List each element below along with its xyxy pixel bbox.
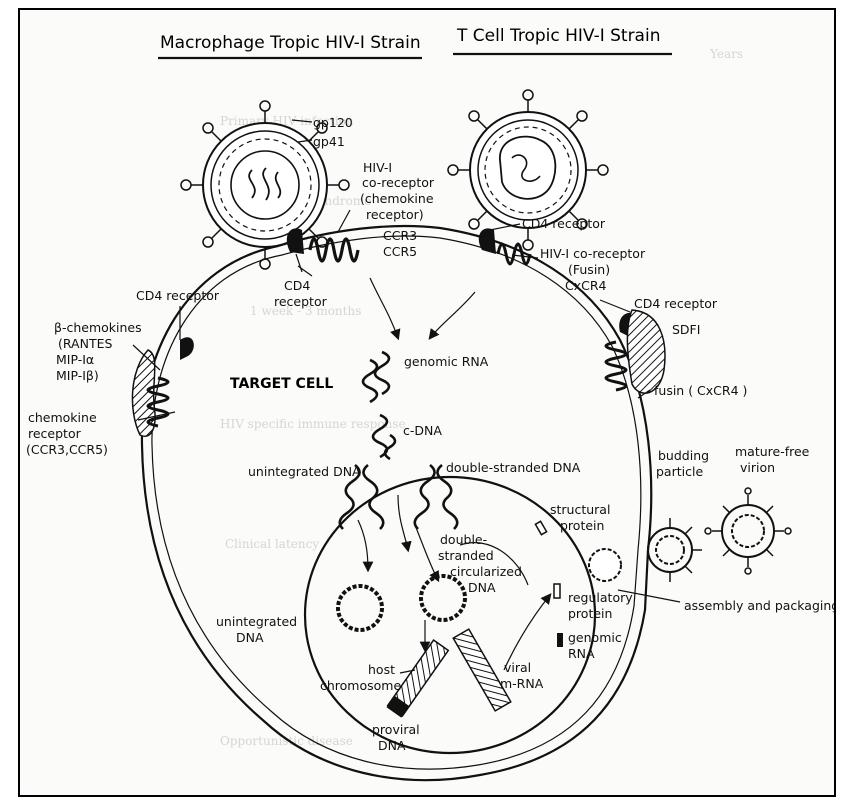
svg-text:Opportunistic disease: Opportunistic disease — [220, 734, 353, 748]
label-proviral-2: DNA — [378, 738, 406, 753]
label-regulatory-2: protein — [568, 606, 612, 621]
label-beta-chemokines-2: (RANTES — [58, 336, 112, 351]
label-target-cell: TARGET CELL — [230, 376, 333, 392]
label-host-chromosome-1: host — [368, 662, 395, 677]
left-chemokine-receptor — [132, 337, 193, 436]
label-fusin-coreceptor-2: (Fusin) — [568, 262, 610, 277]
label-fusin-coreceptor-3: CxCR4 — [565, 278, 607, 293]
label-mature-1: mature-free — [735, 444, 810, 459]
budding-particle — [648, 518, 702, 582]
svg-text:Clinical latency: Clinical latency — [225, 537, 319, 551]
label-fusin: fusin ( CxCR4 ) — [654, 383, 747, 398]
label-budding-2: particle — [656, 464, 703, 479]
label-host-chromosome-2: chromosome — [320, 678, 401, 693]
assembling-particle — [589, 549, 621, 581]
label-structural-1: structural — [550, 502, 610, 517]
header-left: Macrophage Tropic HIV-I Strain — [160, 33, 421, 53]
hiv-lifecycle-diagram: Primary HIV infection Acute HIV syndrome… — [20, 10, 834, 795]
label-beta-chemokines-3: MIP-Iα — [56, 352, 94, 367]
protein-glyphs — [535, 521, 563, 647]
diagram-frame: Primary HIV infection Acute HIV syndrome… — [18, 8, 836, 797]
label-coreceptor-4: receptor) — [366, 207, 424, 222]
label-unintegrated-2: DNA — [236, 630, 264, 645]
label-beta-chemokines-1: β-chemokines — [54, 320, 142, 335]
label-genomic-rna-2-1: genomic — [568, 630, 622, 645]
label-chemokine-receptor-2: receptor — [28, 426, 82, 441]
cxcr4-coreceptor-top — [479, 228, 530, 264]
label-unintegrated-1: unintegrated — [216, 614, 297, 629]
label-double-stranded-dna: double-stranded DNA — [446, 460, 581, 475]
label-beta-chemokines-4: MIP-Iβ) — [56, 368, 99, 383]
label-ds-circ-4: DNA — [468, 580, 496, 595]
label-genomic-rna: genomic RNA — [404, 354, 489, 369]
label-structural-2: protein — [560, 518, 604, 533]
label-cd4-left-side: CD4 receptor — [136, 288, 220, 303]
label-ccr5: CCR5 — [383, 244, 417, 259]
label-gp41: gp41 — [313, 134, 345, 149]
mature-virion — [705, 488, 791, 574]
label-cd4-right-top: CD4 receptor — [522, 216, 606, 231]
label-viral-mrna-1: viral — [504, 660, 531, 675]
label-unintegrated-dna-top: unintegrated DNA — [248, 464, 361, 479]
label-budding-1: budding — [658, 448, 709, 463]
label-genomic-rna-2-2: RNA — [568, 646, 595, 661]
label-c-dna: c-DNA — [403, 423, 442, 438]
label-viral-mrna-2: m-RNA — [500, 676, 544, 691]
label-cd4-left-1: CD4 — [284, 278, 310, 293]
header-right: T Cell Tropic HIV-I Strain — [456, 26, 660, 46]
label-regulatory-1: regulatory — [568, 590, 633, 605]
label-ds-circ-1: double- — [440, 532, 487, 547]
label-coreceptor-1: HIV-I — [363, 160, 392, 175]
label-coreceptor-3: (chemokine — [360, 191, 434, 206]
label-chemokine-receptor-1: chemokine — [28, 410, 97, 425]
label-ds-circ-2: stranded — [438, 548, 494, 563]
label-ccr3: CCR3 — [383, 228, 417, 243]
label-ds-circ-3: circularized — [450, 564, 522, 579]
label-gp120: gp120 — [313, 115, 353, 130]
svg-text:Years: Years — [709, 47, 743, 61]
label-chemokine-receptor-3: (CCR3,CCR5) — [26, 442, 108, 457]
label-fusin-coreceptor-1: HIV-I co-receptor — [540, 246, 646, 261]
nucleus-contents — [338, 576, 511, 718]
label-assembly: assembly and packaging — [684, 598, 834, 613]
label-coreceptor-2: co-receptor — [362, 175, 435, 190]
nucleus — [305, 477, 595, 753]
label-sdfi: SDFI — [672, 322, 700, 337]
label-cd4-left-2: receptor — [274, 294, 328, 309]
label-mature-2: virion — [740, 460, 775, 475]
label-cd4-right-mid: CD4 receptor — [634, 296, 718, 311]
label-proviral-1: proviral — [372, 722, 420, 737]
headers: Macrophage Tropic HIV-I Strain T Cell Tr… — [158, 26, 672, 58]
